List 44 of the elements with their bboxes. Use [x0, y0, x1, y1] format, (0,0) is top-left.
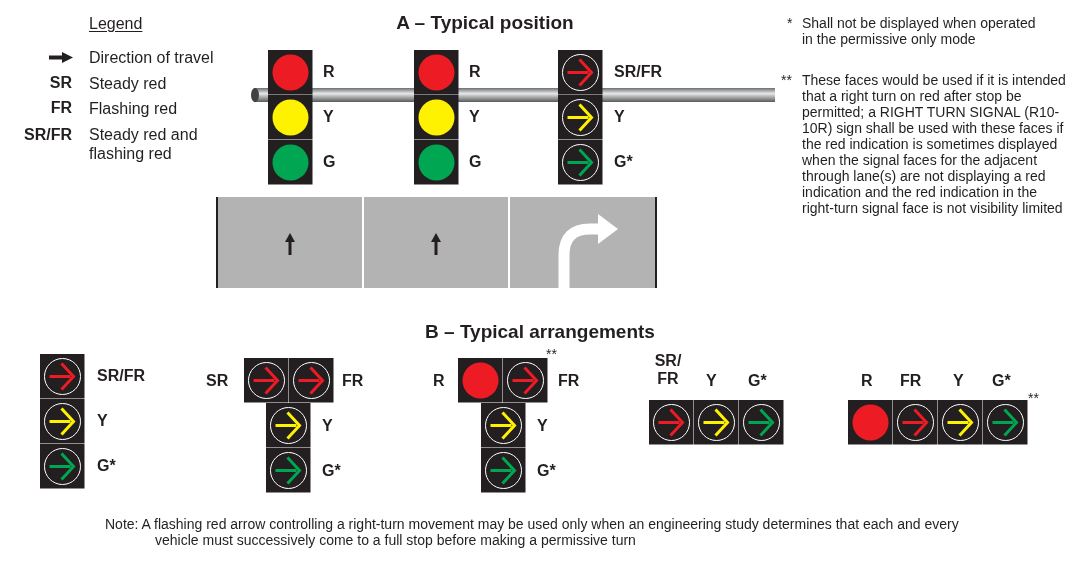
signal-label: G	[323, 152, 336, 172]
signal-label: Y	[97, 411, 108, 431]
legend-text: Steady red and flashing red	[89, 125, 199, 163]
legend-text: Flashing red	[89, 99, 179, 118]
signal-label: Y	[706, 371, 717, 391]
signal-label: G*	[614, 152, 633, 172]
signal-label: SR/FR	[97, 366, 145, 386]
abbreviation-label: SR/FR	[23, 125, 72, 145]
signal-label: G*	[992, 371, 1011, 391]
legend-text: Direction of travel	[89, 48, 215, 67]
signal-label: Y	[469, 107, 480, 127]
footnote-text: **	[546, 346, 557, 362]
signal-label: G*	[748, 371, 767, 391]
section-heading: A – Typical position	[395, 12, 575, 34]
signal-label: G*	[322, 461, 341, 481]
footnote-text: Shall not be displayed when operated in the permissive only mode	[802, 15, 1037, 47]
section-heading: B – Typical arrangements	[424, 321, 656, 343]
footnote-text: These faces would be used if it is intended that a right turn on red after stop be permitted; a RIGHT TURN SIGNAL (R10-10R) sign shall be used with these faces if the red indication is sometimes displayed when the signal faces for the adjacent through lane(s) are not displaying a red indication and the red indication in the right-turn signal face is not visibility limited	[802, 72, 1067, 216]
note-text: Note: A flashing red arrow controlling a right-turn movement may be used only when an engineering study determines that each and every vehicle must successively come to a full stop before making a permissive turn	[105, 516, 960, 548]
signal-label: Y	[323, 107, 334, 127]
abbreviation-label: FR	[49, 98, 72, 118]
signal-label: FR	[342, 371, 364, 391]
signal-label: FR	[558, 371, 580, 391]
signal-label: R	[323, 62, 335, 82]
legend-text: Steady red	[89, 74, 168, 93]
signal-label: Y	[322, 416, 333, 436]
legend-heading: Legend	[89, 14, 143, 34]
signal-label: R	[433, 371, 445, 391]
signal-label: Y	[953, 371, 964, 391]
abbreviation-label: SR	[48, 73, 72, 93]
signal-label: SR/FR	[614, 62, 662, 82]
signal-label: G	[469, 152, 482, 172]
footnote-text: **	[1028, 390, 1039, 406]
footnote-text: **	[781, 72, 792, 88]
signal-label: G*	[537, 461, 556, 481]
signal-label: SR	[206, 371, 229, 391]
signal-label: Y	[537, 416, 548, 436]
signal-label: Y	[614, 107, 625, 127]
signal-label: R	[861, 371, 873, 391]
signal-label: G*	[97, 456, 116, 476]
signal-label: R	[469, 62, 481, 82]
signal-label: FR	[900, 371, 922, 391]
signal-label: SR/ FR	[653, 352, 683, 388]
footnote-text: *	[787, 15, 793, 31]
